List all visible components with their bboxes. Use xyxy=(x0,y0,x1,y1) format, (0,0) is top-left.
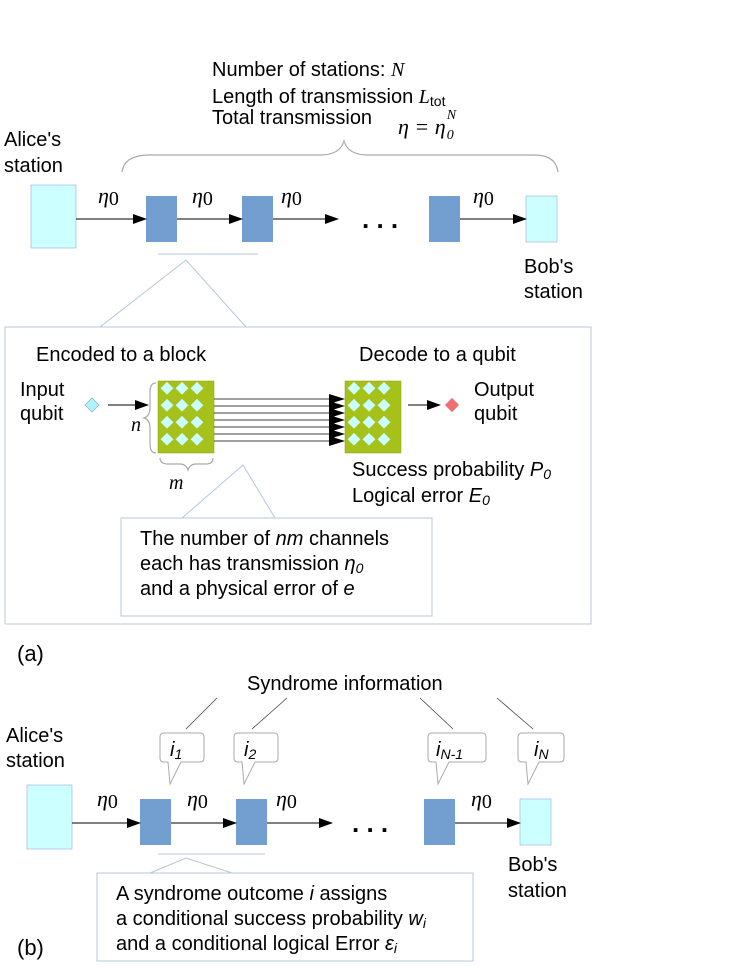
svg-text:iN-1: iN-1 xyxy=(436,739,463,762)
alice-station-label-line2: station xyxy=(4,155,63,177)
syndrome-callout-box xyxy=(96,872,474,962)
ellipsis: . . . xyxy=(362,204,398,234)
eta-label-4: η0 xyxy=(473,183,494,210)
svg-text:i1: i1 xyxy=(170,739,182,762)
bob-station-label-b-line2: station xyxy=(508,880,567,902)
svg-text:i2: i2 xyxy=(244,739,256,762)
eta-label-b-1: η0 xyxy=(97,786,118,813)
syndrome-callout-line3: and a conditional logical Error εi xyxy=(116,933,398,956)
panel-a-tag: (a) xyxy=(17,641,44,666)
transmission-length-label: Length of transmission Ltot xyxy=(212,86,446,109)
syndrome-bubble-2: i2 xyxy=(233,732,279,786)
channel-lines xyxy=(214,398,330,442)
svg-text:iN: iN xyxy=(534,739,549,762)
panel-a: Number of stations: N Length of transmis… xyxy=(4,59,592,666)
channel-callout-box xyxy=(120,517,433,617)
alice-station-label: Alice's xyxy=(4,129,61,151)
decode-title: Decode to a qubit xyxy=(359,344,516,366)
input-qubit-label-line2: qubit xyxy=(20,403,64,425)
repeater-station-b-1 xyxy=(140,799,171,845)
repeater-station-b-2 xyxy=(236,799,267,845)
success-probability-label: Success probability P0 xyxy=(352,459,551,482)
repeater-station-last xyxy=(429,196,460,242)
repeater-station-1 xyxy=(146,196,177,242)
m-brace xyxy=(159,457,214,472)
bob-station-label-line2: station xyxy=(524,281,583,303)
syndrome-bubble-1: i1 xyxy=(159,732,205,786)
eta-label-2: η0 xyxy=(192,183,213,210)
bob-station xyxy=(525,195,558,243)
total-transmission-formula: η = η0N xyxy=(398,108,457,143)
eta-label-b-3: η0 xyxy=(276,786,297,813)
decoded-block xyxy=(344,380,402,454)
output-qubit-diamond xyxy=(444,397,460,413)
n-label: n xyxy=(131,414,141,436)
bob-station-b xyxy=(519,798,552,846)
bob-station-label-b: Bob's xyxy=(508,854,557,876)
input-qubit-label: Input xyxy=(20,379,65,401)
channel-callout-line3: and a physical error of e xyxy=(140,578,355,600)
m-label: m xyxy=(169,472,183,494)
stations-count-label: Number of stations: N xyxy=(212,59,406,81)
syndrome-pointer-lines xyxy=(185,697,534,730)
encode-title: Encoded to a block xyxy=(36,344,207,366)
syndrome-info-title: Syndrome information xyxy=(247,673,443,695)
n-brace xyxy=(142,382,157,454)
channel-callout-line1: The number of nm channels xyxy=(140,528,389,550)
panel-b-tag: (b) xyxy=(17,935,44,960)
syndrome-callout-line1: A syndrome outcome i assigns xyxy=(116,883,387,905)
channel-arrowheads xyxy=(329,394,345,446)
eta-label-3: η0 xyxy=(281,183,302,210)
output-qubit-label: Output xyxy=(474,379,534,401)
ellipsis-b: . . . xyxy=(352,808,388,838)
repeater-station-2 xyxy=(242,196,273,242)
bob-station-label: Bob's xyxy=(524,256,573,278)
zoom-lines-b xyxy=(149,857,233,874)
total-transmission-label: Total transmission xyxy=(212,107,372,129)
alice-station-label-b: Alice's xyxy=(6,725,63,747)
repeater-station-b-last xyxy=(424,799,455,845)
alice-station xyxy=(30,184,77,249)
syndrome-bubble-n: iN xyxy=(517,732,565,786)
alice-station-b xyxy=(26,784,73,850)
encoded-block xyxy=(157,380,215,454)
callout-pointer xyxy=(181,464,276,519)
eta-label-b-4: η0 xyxy=(471,786,492,813)
output-qubit-label-line2: qubit xyxy=(474,403,518,425)
channel-callout-line2: each has transmission η0 xyxy=(140,553,364,576)
input-qubit-diamond xyxy=(84,397,100,413)
stations-brace xyxy=(121,138,559,173)
alice-station-label-b-line2: station xyxy=(6,750,65,772)
eta-label-1: η0 xyxy=(98,183,119,210)
zoom-lines xyxy=(99,259,247,328)
logical-error-label: Logical error E0 xyxy=(352,485,490,508)
panel-b: Syndrome information i1 i2 iN-1 iN Alice… xyxy=(6,673,567,962)
syndrome-callout-line2: a conditional success probability wi xyxy=(116,908,427,931)
eta-label-b-2: η0 xyxy=(187,786,208,813)
syndrome-bubble-n-minus-1: iN-1 xyxy=(427,732,487,786)
